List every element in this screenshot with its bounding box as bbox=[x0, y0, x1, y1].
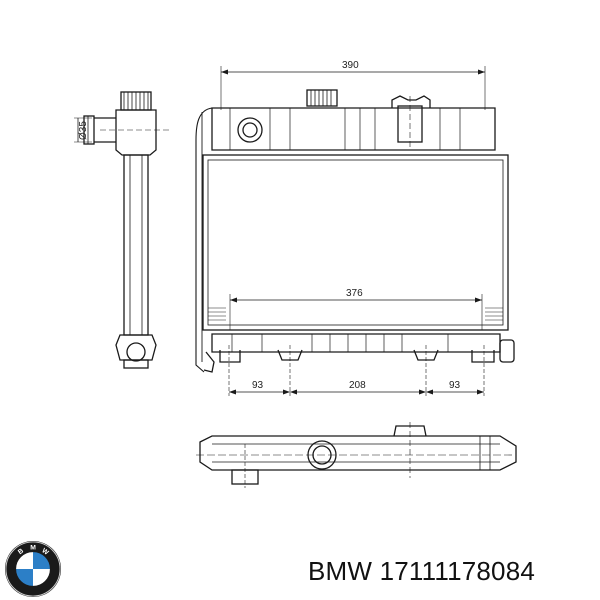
svg-text:B: B bbox=[17, 548, 25, 557]
svg-text:W: W bbox=[40, 547, 50, 557]
radiator-technical-drawing: Ø35 390 bbox=[74, 60, 517, 488]
pipe-diameter-label: Ø35 bbox=[78, 121, 89, 140]
bmw-logo: B M W bbox=[4, 540, 62, 598]
top-view bbox=[196, 422, 517, 488]
core-width-label: 376 bbox=[346, 288, 363, 299]
overall-width-label: 390 bbox=[342, 60, 359, 71]
side-view: Ø35 bbox=[74, 91, 172, 369]
svg-text:M: M bbox=[30, 545, 36, 552]
part-number-caption: BMW 17111178084 bbox=[308, 556, 536, 586]
spacing-center-label: 208 bbox=[349, 380, 366, 391]
front-view: 390 bbox=[195, 60, 515, 396]
spacing-right-label: 93 bbox=[449, 380, 461, 391]
spacing-left-label: 93 bbox=[252, 380, 264, 391]
